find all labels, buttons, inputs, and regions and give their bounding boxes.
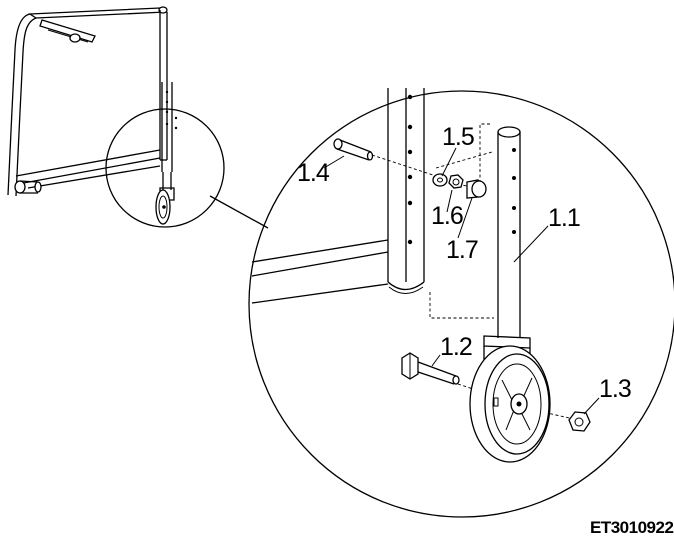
callout-1-2: 1.2 bbox=[440, 333, 472, 361]
frame-tube bbox=[251, 88, 425, 304]
callout-1-1: 1.1 bbox=[548, 204, 580, 232]
part-cap-1-7 bbox=[466, 179, 487, 199]
part-axle-bolt-1-2 bbox=[401, 352, 460, 385]
detail-view bbox=[248, 88, 674, 518]
detail-magnifier bbox=[105, 108, 269, 229]
part-lock-nut-1-3 bbox=[568, 411, 591, 432]
part-bolt-1-4 bbox=[333, 138, 374, 161]
callout-1-6: 1.6 bbox=[431, 202, 463, 230]
part-nut-1-6 bbox=[448, 174, 464, 189]
callout-leaders bbox=[323, 147, 600, 415]
callout-1-7: 1.7 bbox=[446, 236, 478, 264]
overview-frame bbox=[7, 6, 178, 225]
callout-1-3: 1.3 bbox=[599, 375, 631, 403]
callout-1-5: 1.5 bbox=[442, 123, 474, 151]
callout-1-4: 1.4 bbox=[297, 159, 330, 187]
part-washer-1-5 bbox=[432, 173, 448, 187]
callout-labels: 1.4 1.5 1.6 1.7 1.1 1.2 1.3 bbox=[297, 123, 632, 403]
caster-wheel bbox=[469, 345, 551, 463]
drawing-code: ET30109222 bbox=[590, 518, 674, 537]
